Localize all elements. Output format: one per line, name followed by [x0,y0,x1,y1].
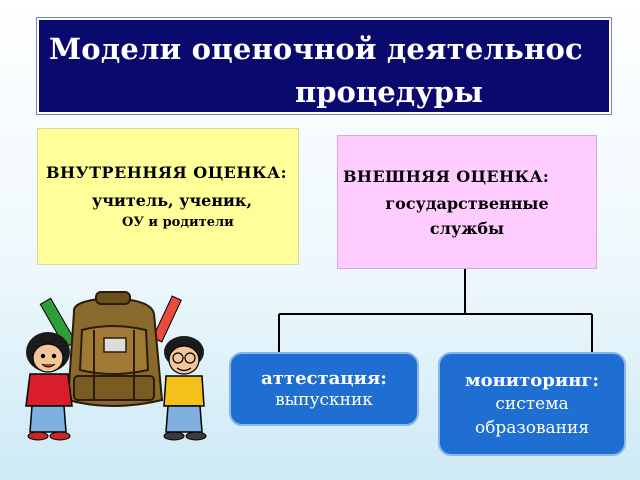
attestation-text: выпускник [275,390,373,410]
title-banner: Модели оценочной деятельнос процедуры [37,18,611,114]
external-assessment-line-3: службы [429,219,505,238]
children-with-backpack-illustration [25,291,207,441]
title-line-2: процедуры [295,75,483,109]
external-assessment-box [337,135,597,269]
external-assessment-line-2: государственные [385,194,549,213]
attestation-label: аттестация: [261,368,387,389]
title-line-1: Модели оценочной деятельнос [49,32,583,66]
monitoring-line-3: образования [474,418,590,438]
backpack-icon [66,291,164,407]
external-assessment-heading: ВНЕШНЯЯ ОЦЕНКА: [343,167,550,186]
pencil-icon [39,297,77,349]
boy-figure [163,336,207,441]
internal-assessment-heading: ВНУТРЕННЯЯ ОЦЕНКА: [46,163,287,182]
internal-assessment-box [37,128,299,265]
internal-assessment-participants: учитель, ученик, [92,191,253,210]
monitoring-box: мониторинг: система образования [438,352,626,456]
monitoring-label: мониторинг: [464,370,600,391]
internal-assessment-participants-2: ОУ и родители [122,215,234,230]
attestation-box: аттестация: выпускник [229,352,419,426]
monitoring-line-2: система [495,394,569,414]
ruler-icon [152,295,182,343]
girl-figure [25,332,73,441]
